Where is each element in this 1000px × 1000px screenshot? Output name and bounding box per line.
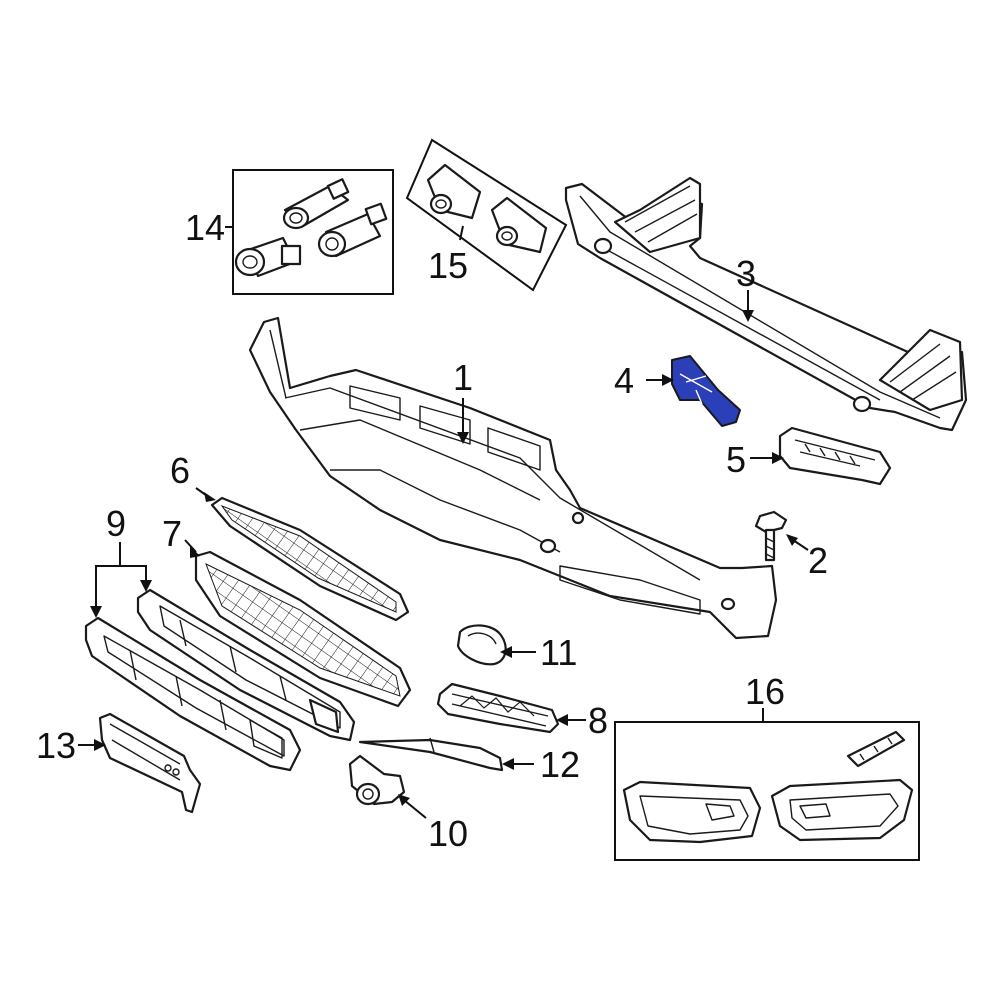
part-16-right-trim: [770, 778, 914, 842]
callout-16: 16: [745, 671, 785, 712]
callout-10: 10: [428, 813, 468, 854]
callout-12: 12: [540, 744, 580, 785]
part-9-grille-frames: [84, 542, 356, 772]
callout-5: 5: [726, 439, 746, 480]
part-3-impact-bar: [564, 176, 968, 432]
callout-7: 7: [162, 513, 182, 554]
part-14-sensor-b: [234, 236, 302, 278]
part-7-center-grille: [184, 539, 412, 708]
callout-14: 14: [185, 207, 225, 248]
part-13-license-bracket: [78, 712, 202, 814]
callout-9: 9: [106, 503, 126, 544]
part-12-trim-strip: [358, 737, 534, 772]
part-11-tow-cover: [456, 624, 536, 666]
part-14-frame: [232, 169, 394, 295]
part-16-frame: [614, 721, 920, 861]
callout-13: 13: [36, 725, 76, 766]
part-6-upper-grille: [195, 487, 410, 622]
callout-11: 11: [540, 632, 577, 673]
part-14-sensor-a: [282, 178, 350, 230]
part-15-bracket-group: [405, 138, 568, 292]
callout-8: 8: [588, 700, 608, 741]
callout-3: 3: [736, 253, 756, 294]
part-4-mounting-bracket: [646, 355, 741, 427]
part-15-bracket-a: [426, 163, 482, 220]
part-2-bolt: [754, 510, 809, 562]
part-14-sensor-group: [225, 169, 394, 295]
part-10-sensor-holder: [348, 754, 427, 819]
callout-2: 2: [808, 540, 828, 581]
part-15-frame: [405, 138, 568, 292]
part-4-highlight-shape: [671, 355, 741, 427]
part-16-trim-set: [614, 708, 920, 861]
part-15-bracket-b: [490, 196, 548, 254]
part-5-support: [750, 426, 892, 486]
callout-1: 1: [453, 357, 473, 398]
part-16-left-trim: [622, 780, 762, 844]
callout-15: 15: [428, 245, 468, 286]
part-8-lower-insert: [436, 682, 586, 734]
callout-6: 6: [170, 450, 190, 491]
callout-4: 4: [614, 360, 634, 401]
part-14-sensor-c: [317, 202, 388, 258]
part-1-bumper-cover: [248, 316, 778, 640]
part-16-clip: [846, 730, 906, 768]
